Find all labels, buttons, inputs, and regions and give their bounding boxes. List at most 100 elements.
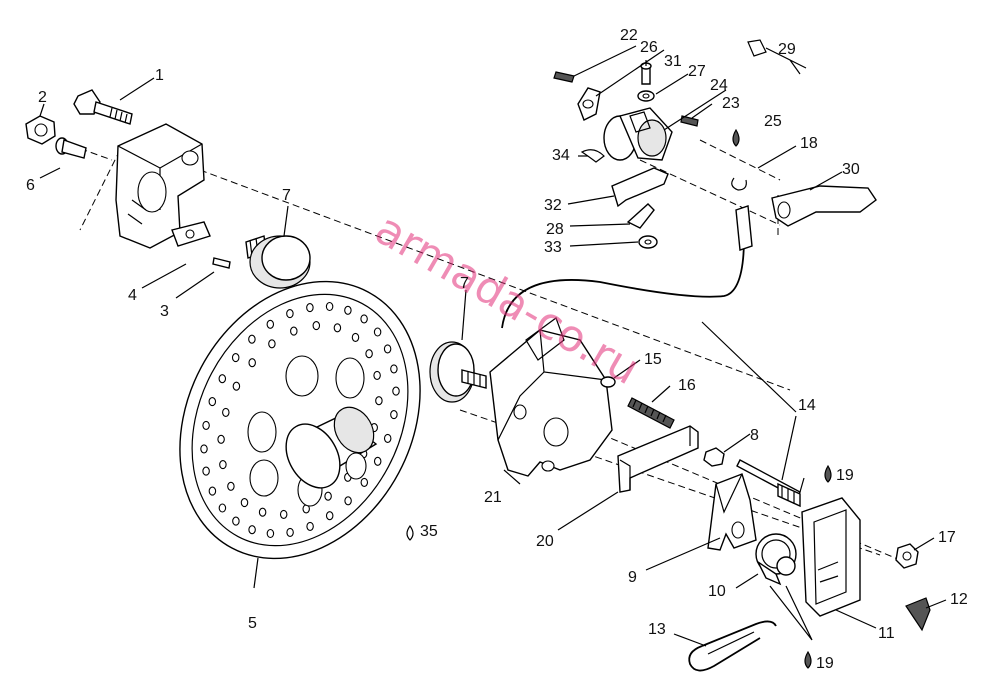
- callout-label-33: 33: [544, 239, 562, 256]
- disc-vent-hole: [202, 420, 210, 430]
- bracket-plate-part-20: [617, 425, 699, 493]
- disc-vent-hole: [333, 323, 342, 333]
- callout-label-14: 14: [798, 397, 816, 414]
- callout-label-1: 1: [155, 67, 164, 84]
- clip-part-13: [688, 620, 777, 672]
- caliper-part-21: [489, 317, 613, 477]
- lever-part-32: [611, 167, 669, 208]
- e-clip-part-18: [731, 177, 747, 191]
- callout-label-7a: 7: [282, 187, 291, 204]
- callout-label-9: 9: [628, 569, 637, 586]
- callout-label-23: 23: [722, 95, 740, 112]
- callout-label-22: 22: [620, 27, 638, 44]
- grease-drop-icon: [406, 524, 414, 541]
- disc-vent-hole: [279, 509, 288, 519]
- callout-label-34: 34: [552, 147, 570, 164]
- disc-vent-hole: [360, 314, 368, 324]
- disc-vent-hole: [365, 349, 373, 359]
- disc-vent-hole: [290, 326, 298, 336]
- disc-vent-hole: [392, 386, 400, 396]
- disc-vent-hole: [325, 301, 334, 312]
- disc-vent-hole: [208, 397, 217, 407]
- callout-label-19b: 19: [816, 655, 834, 672]
- callout-label-12: 12: [950, 591, 968, 608]
- callout-label-21: 21: [484, 489, 502, 506]
- disc-vent-hole: [324, 491, 332, 501]
- disc-vent-hole: [383, 433, 392, 443]
- disc-vent-hole: [312, 321, 321, 331]
- disc-vent-hole: [375, 396, 383, 406]
- callout-label-25: 25: [764, 113, 782, 130]
- disc-vent-hole: [373, 327, 382, 337]
- plate-part-11: [801, 497, 861, 617]
- callout-label-3: 3: [160, 303, 169, 320]
- pin-part-31: [640, 62, 652, 85]
- switch-part-29: [747, 39, 807, 75]
- disc-vent-hole: [258, 507, 267, 517]
- handle-part-30: [771, 185, 877, 227]
- disc-vent-hole: [373, 370, 381, 380]
- nut-part-2: [25, 115, 56, 145]
- disc-vent-hole: [232, 381, 241, 391]
- callout-label-30: 30: [842, 161, 860, 178]
- callout-label-11: 11: [878, 625, 895, 642]
- brake-pad-part-7-upper: [245, 235, 311, 289]
- leader-lines: [39, 45, 947, 647]
- callout-label-28: 28: [546, 221, 564, 238]
- callout-label-31: 31: [664, 53, 682, 70]
- callout-label-5: 5: [248, 615, 257, 632]
- spring-part-16: [627, 397, 675, 429]
- disc-vent-hole: [390, 364, 398, 374]
- spring-part-34: [580, 149, 605, 163]
- callout-label-10: 10: [708, 583, 726, 600]
- callout-label-16: 16: [678, 377, 696, 394]
- ring-part-15: [600, 376, 616, 388]
- bolt-part-1: [73, 89, 133, 125]
- disc-vent-hole: [217, 434, 225, 444]
- plate-part-28: [626, 203, 655, 229]
- disc-vent-hole: [208, 486, 217, 496]
- disc-vent-hole: [202, 466, 210, 476]
- callout-label-8: 8: [750, 427, 759, 444]
- lubrication-drop-icons: [406, 128, 832, 669]
- disc-vent-hole: [383, 344, 392, 354]
- callout-label-15: 15: [644, 351, 662, 368]
- disc-vent-hole: [222, 407, 230, 417]
- disc-vent-hole: [266, 319, 275, 329]
- disc-vent-hole: [306, 303, 314, 313]
- gear-part-10: [755, 533, 797, 586]
- disc-vent-hole: [232, 516, 240, 526]
- callout-label-35: 35: [420, 523, 438, 540]
- callout-label-18: 18: [800, 135, 818, 152]
- pin-part-6: [55, 137, 87, 159]
- grease-drop-icon: [732, 128, 740, 147]
- disc-vent-hole: [360, 477, 369, 487]
- disc-vent-hole: [344, 305, 352, 315]
- disc-vent-hole: [219, 460, 227, 470]
- disc-vent-hole: [218, 374, 227, 384]
- disc-vent-hole: [286, 527, 294, 537]
- disc-vent-hole: [218, 503, 227, 513]
- nut-part-8: [703, 447, 725, 467]
- screw-part-23: [680, 115, 699, 127]
- disc-vent-hole: [344, 496, 352, 506]
- disc-vent-hole: [268, 339, 276, 349]
- grease-drop-icon: [824, 464, 832, 483]
- disc-vent-hole: [286, 309, 294, 319]
- disc-vent-hole: [240, 498, 249, 508]
- disc-vent-hole: [266, 528, 275, 539]
- brake-disc-part-5: [179, 280, 421, 560]
- callout-label-19a: 19: [836, 467, 854, 484]
- washer-part-27: [637, 90, 655, 102]
- disc-vent-hole: [373, 456, 382, 466]
- callout-label-27: 27: [688, 63, 706, 80]
- lever-part-9: [707, 473, 757, 551]
- disc-vent-hole: [227, 481, 235, 491]
- callout-label-29: 29: [778, 41, 796, 58]
- wing-screw-part-12: [905, 597, 931, 632]
- callout-label-17: 17: [938, 529, 956, 546]
- disc-vent-holes: [200, 301, 400, 539]
- brake-cable: [501, 205, 753, 329]
